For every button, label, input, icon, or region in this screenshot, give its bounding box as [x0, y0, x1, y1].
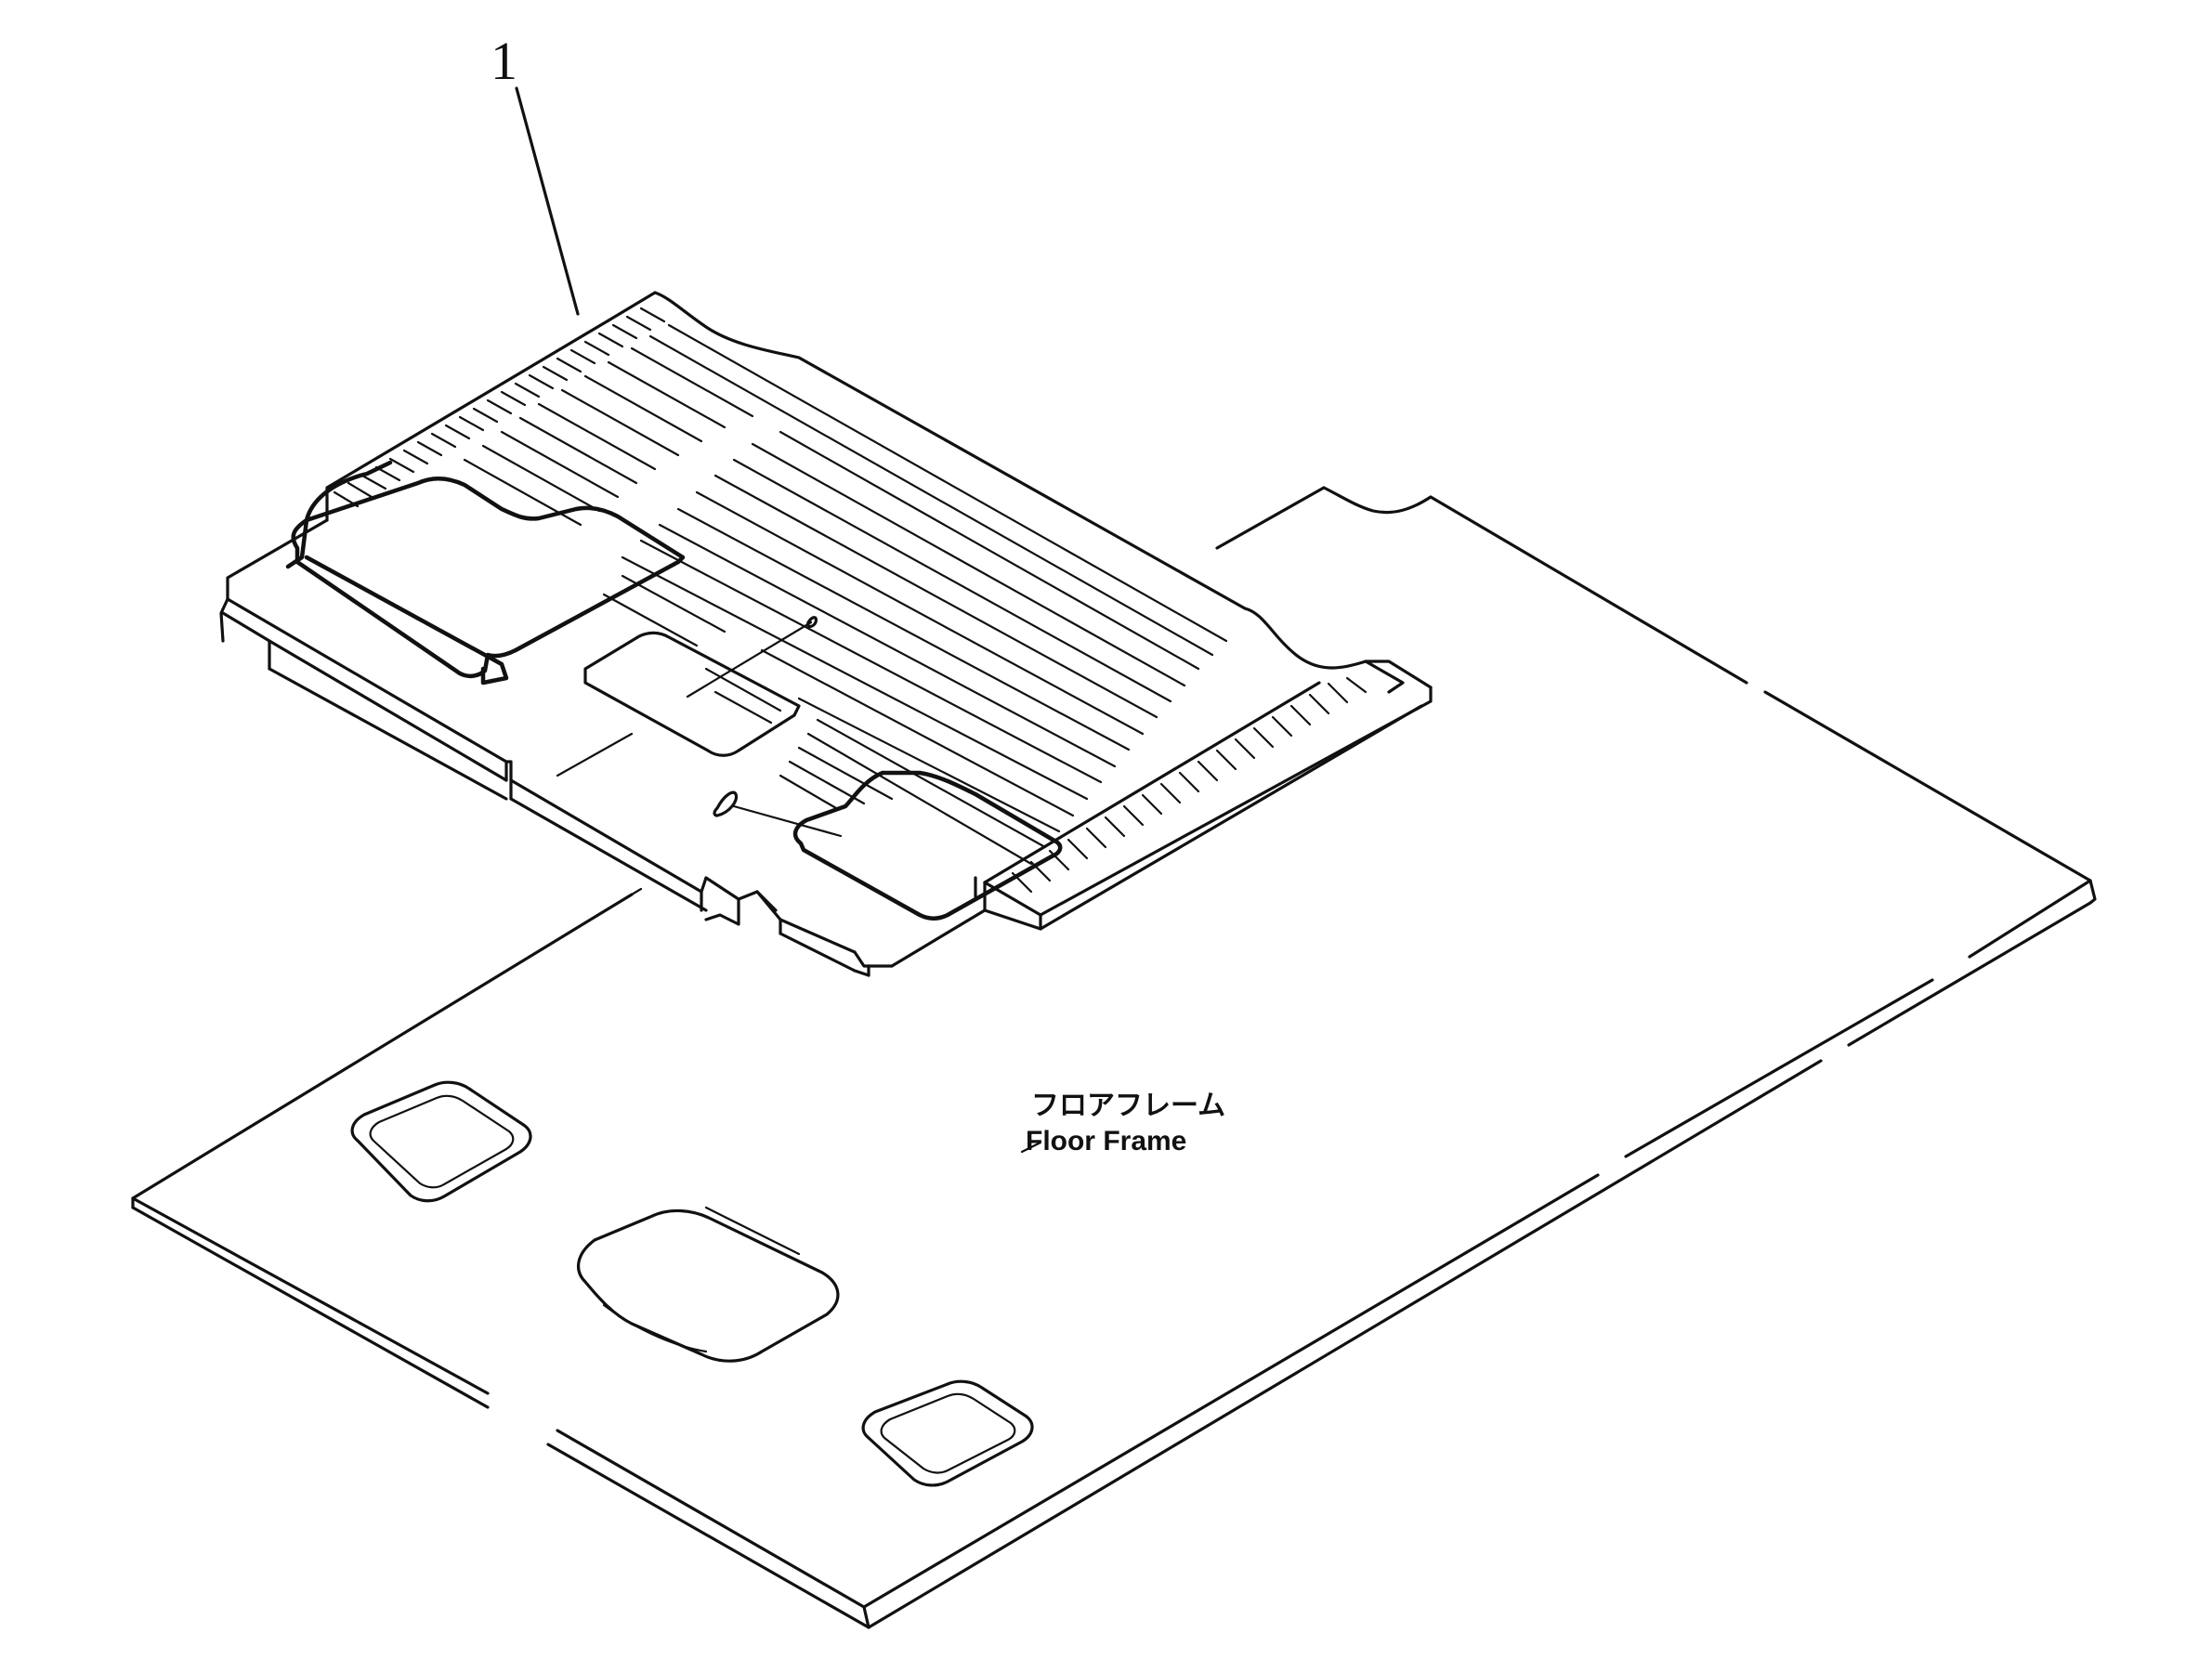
callout-number: 1 — [491, 31, 517, 91]
label-english: Floor Frame — [1026, 1126, 1186, 1156]
floor-frame — [131, 486, 2097, 1629]
floor-frame-label: フロアフレーム Floor Frame — [1026, 1091, 1225, 1156]
label-japanese: フロアフレーム — [1031, 1091, 1225, 1121]
floor-plate-part-1 — [219, 291, 1433, 977]
callout-1: 1 — [491, 31, 580, 316]
